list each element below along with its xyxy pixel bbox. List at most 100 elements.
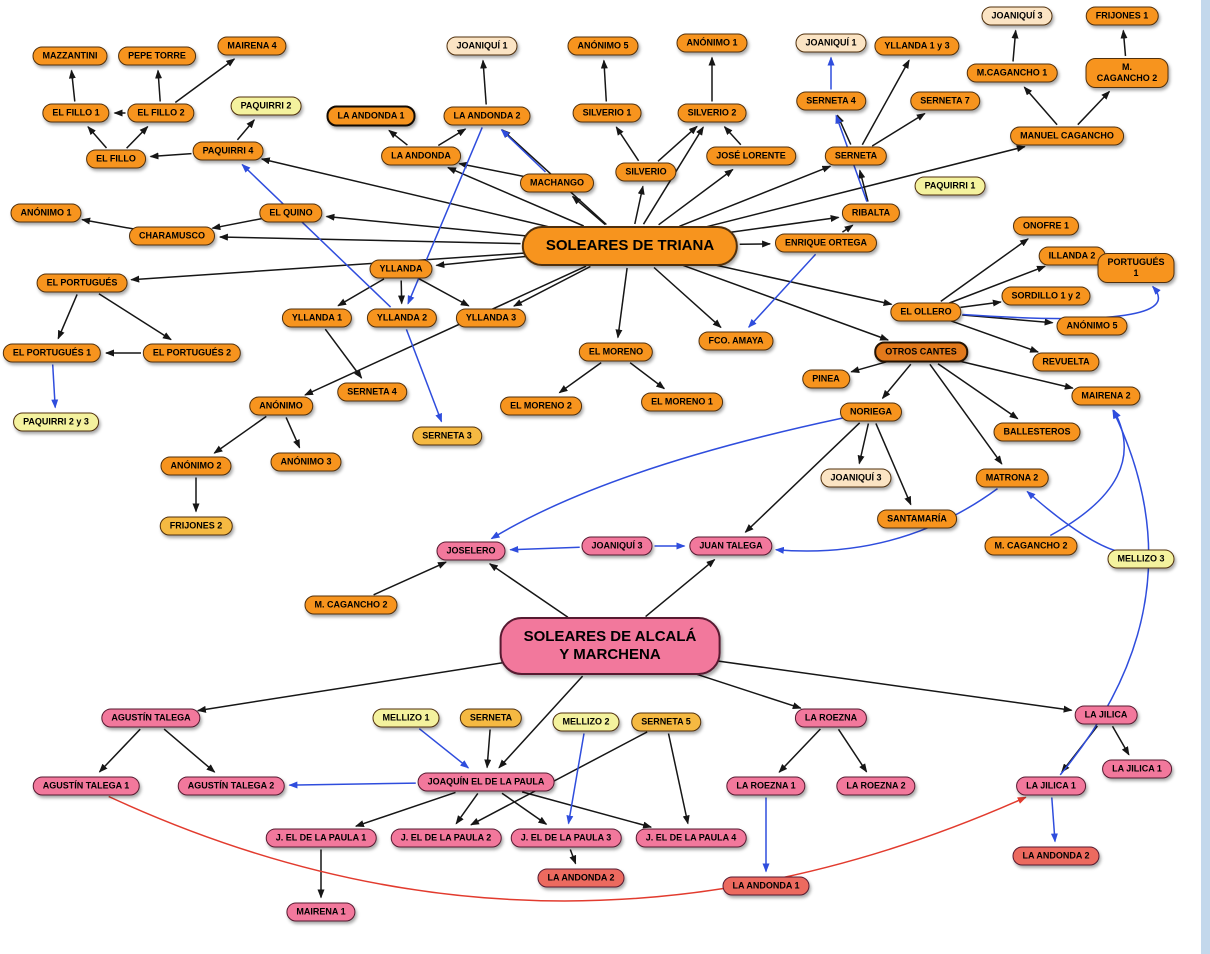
node-mairena2[interactable]: MAIRENA 2: [1071, 386, 1141, 406]
node-la-andonda1-s[interactable]: LA ANDONDA 1: [722, 876, 810, 896]
node-el-fillo1[interactable]: EL FILLO 1: [42, 103, 110, 123]
node-el-moreno[interactable]: EL MORENO: [578, 342, 654, 362]
node-yllanda2[interactable]: YLLANDA 2: [366, 308, 438, 328]
node-la-roezna2[interactable]: LA ROEZNA 2: [836, 776, 916, 796]
node-enrique-ortega[interactable]: ENRIQUE ORTEGA: [774, 233, 878, 253]
node-mairena1[interactable]: MAIRENA 1: [286, 902, 356, 922]
node-joaniqui3-top[interactable]: JOANIQUÍ 3: [981, 6, 1053, 26]
node-paquirri1[interactable]: PAQUIRRI 1: [914, 176, 986, 196]
node-mcagancho2-right[interactable]: M. CAGANCHO 2: [984, 536, 1078, 556]
node-joaquin-el-de-la-paula[interactable]: JOAQUÍN EL DE LA PAULA: [417, 772, 555, 792]
node-anonimo3[interactable]: ANÓNIMO 3: [270, 452, 342, 472]
node-matrona2[interactable]: MATRONA 2: [975, 468, 1049, 488]
node-la-andonda1-top[interactable]: LA ANDONDA 1: [326, 105, 416, 127]
node-silverio1[interactable]: SILVERIO 1: [572, 103, 642, 123]
node-santamaria[interactable]: SANTAMARÍA: [877, 509, 957, 529]
node-mcagancho1[interactable]: M.CAGANCHO 1: [966, 63, 1058, 83]
node-mairena4[interactable]: MAIRENA 4: [217, 36, 287, 56]
node-la-jilica1-a[interactable]: LA JILICA 1: [1102, 759, 1172, 779]
node-joselero[interactable]: JOSELERO: [436, 541, 506, 561]
node-anonimo1-left[interactable]: ANÓNIMO 1: [10, 203, 82, 223]
node-j-paula3[interactable]: J. EL DE LA PAULA 3: [510, 828, 622, 848]
node-serneta4-mid[interactable]: SERNETA 4: [337, 382, 407, 402]
node-mcagancho2-left[interactable]: M. CAGANCHO 2: [304, 595, 398, 615]
node-machango[interactable]: MACHANGO: [520, 173, 594, 193]
node-mellizo3[interactable]: MELLIZO 3: [1107, 549, 1175, 569]
node-anonimo[interactable]: ANÓNIMO: [249, 396, 313, 416]
node-jose-lorente[interactable]: JOSÉ LORENTE: [706, 146, 796, 166]
node-agustin-talega1[interactable]: AGUSTÍN TALEGA 1: [32, 776, 140, 796]
node-serneta5[interactable]: SERNETA 5: [631, 712, 701, 732]
node-joaniqui1-b[interactable]: JOANIQUÍ 1: [795, 33, 867, 53]
node-joaniqui3-mid[interactable]: JOANIQUÍ 3: [820, 468, 892, 488]
node-el-ollero[interactable]: EL OLLERO: [890, 302, 962, 322]
node-j-paula1[interactable]: J. EL DE LA PAULA 1: [265, 828, 377, 848]
node-serneta[interactable]: SERNETA: [824, 146, 888, 166]
node-serneta7[interactable]: SERNETA 7: [910, 91, 980, 111]
node-yllanda1y3[interactable]: YLLANDA 1 y 3: [874, 36, 960, 56]
node-el-portugues1[interactable]: EL PORTUGUÉS 1: [2, 343, 102, 363]
node-mellizo2[interactable]: MELLIZO 2: [552, 712, 620, 732]
node-pepe-torre[interactable]: PEPE TORRE: [118, 46, 196, 66]
node-anonimo2[interactable]: ANÓNIMO 2: [160, 456, 232, 476]
node-la-andonda[interactable]: LA ANDONDA: [381, 146, 461, 166]
node-mcagancho2-top[interactable]: M. CAGANCHO 2: [1085, 58, 1169, 88]
node-hub-triana[interactable]: SOLEARES DE TRIANA: [521, 226, 739, 266]
node-revuelta[interactable]: REVUELTA: [1032, 352, 1100, 372]
node-illanda2[interactable]: ILLANDA 2: [1038, 246, 1106, 266]
node-paquirri2[interactable]: PAQUIRRI 2: [230, 96, 302, 116]
node-otros-cantes[interactable]: OTROS CANTES: [874, 341, 968, 363]
node-silverio[interactable]: SILVERIO: [615, 162, 677, 182]
node-yllanda3[interactable]: YLLANDA 3: [455, 308, 527, 328]
node-serneta4-top[interactable]: SERNETA 4: [796, 91, 866, 111]
node-el-portugues[interactable]: EL PORTUGUÉS: [36, 273, 128, 293]
node-el-moreno1[interactable]: EL MORENO 1: [641, 392, 723, 412]
node-pinea[interactable]: PINEA: [802, 369, 850, 389]
node-serneta-bottom[interactable]: SERNETA: [459, 708, 523, 728]
node-paquirri2y3[interactable]: PAQUIRRI 2 y 3: [13, 412, 99, 432]
node-anonimo5-top[interactable]: ANÓNIMO 5: [567, 36, 639, 56]
node-anonimo1-top[interactable]: ANÓNIMO 1: [676, 33, 748, 53]
node-la-andonda2-top[interactable]: LA ANDONDA 2: [443, 106, 531, 126]
node-onofre1[interactable]: ONOFRE 1: [1012, 216, 1080, 236]
node-fco-amaya[interactable]: FCO. AMAYA: [698, 331, 774, 351]
node-portugues1[interactable]: PORTUGUÉS 1: [1097, 253, 1175, 283]
node-silverio2[interactable]: SILVERIO 2: [677, 103, 747, 123]
node-manuel-cagancho[interactable]: MANUEL CAGANCHO: [1010, 126, 1124, 146]
node-la-andonda2-s1[interactable]: LA ANDONDA 2: [537, 868, 625, 888]
node-anonimo5-right[interactable]: ANÓNIMO 5: [1056, 316, 1128, 336]
node-ballesteros[interactable]: BALLESTEROS: [993, 422, 1081, 442]
node-la-roezna[interactable]: LA ROEZNA: [794, 708, 868, 728]
node-j-paula2[interactable]: J. EL DE LA PAULA 2: [390, 828, 502, 848]
node-noriega[interactable]: NORIEGA: [839, 402, 903, 422]
node-sordillo1y2[interactable]: SORDILLO 1 y 2: [1001, 286, 1091, 306]
node-joaniqui1-a[interactable]: JOANIQUÍ 1: [446, 36, 518, 56]
node-el-portugues2[interactable]: EL PORTUGUÉS 2: [142, 343, 242, 363]
node-charamusco[interactable]: CHARAMUSCO: [129, 226, 215, 246]
node-el-fillo[interactable]: EL FILLO: [86, 149, 146, 169]
node-la-jilica[interactable]: LA JILICA: [1074, 705, 1138, 725]
node-la-roezna1[interactable]: LA ROEZNA 1: [726, 776, 806, 796]
node-yllanda[interactable]: YLLANDA: [369, 259, 433, 279]
node-el-quino[interactable]: EL QUINO: [259, 203, 323, 223]
node-yllanda1[interactable]: YLLANDA 1: [281, 308, 353, 328]
node-joaniqui3-pink[interactable]: JOANIQUÍ 3: [581, 536, 653, 556]
node-hub-alcala[interactable]: SOLEARES DE ALCALÁ Y MARCHENA: [499, 617, 721, 675]
node-el-moreno2[interactable]: EL MORENO 2: [500, 396, 582, 416]
node-el-fillo2[interactable]: EL FILLO 2: [127, 103, 195, 123]
node-la-jilica1-b[interactable]: LA JILICA 1: [1016, 776, 1086, 796]
node-la-andonda2-s2[interactable]: LA ANDONDA 2: [1012, 846, 1100, 866]
node-juan-talega[interactable]: JUAN TALEGA: [689, 536, 773, 556]
node-frijones1[interactable]: FRIJONES 1: [1085, 6, 1159, 26]
node-serneta3[interactable]: SERNETA 3: [412, 426, 482, 446]
node-ribalta[interactable]: RIBALTA: [841, 203, 901, 223]
node-paquirri4[interactable]: PAQUIRRI 4: [192, 141, 264, 161]
node-agustin-talega2[interactable]: AGUSTÍN TALEGA 2: [177, 776, 285, 796]
node-agustin-talega[interactable]: AGUSTÍN TALEGA: [101, 708, 201, 728]
node-j-paula4[interactable]: J. EL DE LA PAULA 4: [635, 828, 747, 848]
node-frijones2[interactable]: FRIJONES 2: [159, 516, 233, 536]
node-mellizo1[interactable]: MELLIZO 1: [372, 708, 440, 728]
node-mazzantini[interactable]: MAZZANTINI: [32, 46, 108, 66]
